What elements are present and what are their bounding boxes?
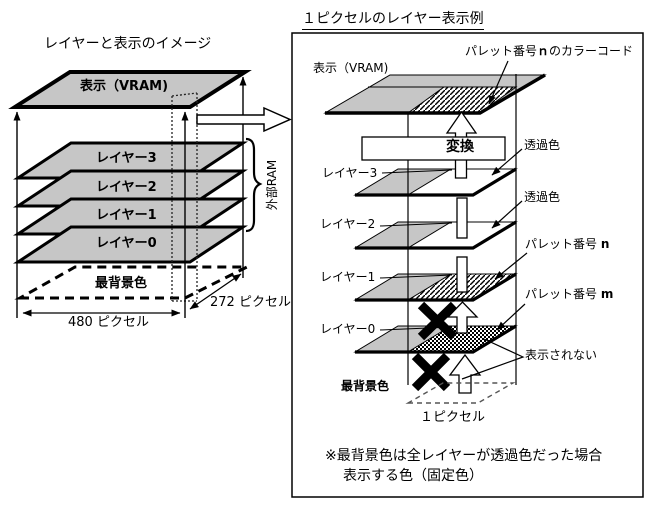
not-displayed-label: 表示されない xyxy=(525,348,598,362)
right-pixel-example xyxy=(291,32,644,498)
pointer-palette-m xyxy=(496,303,526,331)
left-layer1-label: レイヤー1 xyxy=(96,208,157,223)
width-dimension-label: 480 ピクセル xyxy=(68,315,149,330)
right-planes xyxy=(323,73,547,354)
arrow-bg-layer0 xyxy=(448,353,482,394)
palette-code-value: ｎ xyxy=(537,44,550,58)
pointer-transparent-2 xyxy=(491,200,523,229)
one-pixel-label: １ピクセル xyxy=(420,410,486,425)
stack-up-arrows xyxy=(13,76,247,318)
footnote-line2: 表示する色（固定色） xyxy=(343,468,483,484)
x-mark-background xyxy=(411,352,451,392)
pointer-not-displayed xyxy=(461,338,525,380)
right-panel-box xyxy=(291,32,644,498)
shaft-layer2-layer1 xyxy=(456,256,468,293)
palette-m-value: m xyxy=(600,287,614,301)
blocked-x-marks xyxy=(411,301,458,392)
one-pixel-dashed xyxy=(405,382,516,404)
right-background-label: 最背景色 xyxy=(341,379,390,393)
left-background-label: 最背景色 xyxy=(95,276,148,291)
palette-code-suffix: のカラーコード xyxy=(549,44,634,58)
left-vram-label: 表示（VRAM) xyxy=(80,79,169,94)
convert-label: 変換 xyxy=(446,139,474,155)
palette-m-label: パレット番号 m xyxy=(525,287,614,302)
palette-code-label: パレット番号ｎのカラーコード xyxy=(465,44,634,59)
pointer-palette-code xyxy=(488,60,509,105)
footnote-line1: ※最背景色は全レイヤーが透過色だった場合 xyxy=(325,448,603,464)
external-ram-label: 外部RAM xyxy=(264,159,279,211)
right-layer1-label: レイヤー1 xyxy=(320,270,376,284)
left-layer2-label: レイヤー2 xyxy=(96,180,157,195)
right-vram-label: 表示（VRAM) xyxy=(313,61,389,75)
left-layer0-label: レイヤー0 xyxy=(96,236,157,251)
right-title: １ピクセルのレイヤー表示例 xyxy=(302,11,484,31)
left-title: レイヤーと表示のイメージ xyxy=(44,36,212,52)
x-mark-layer0 xyxy=(417,301,458,341)
right-layer0-label: レイヤー0 xyxy=(320,322,376,336)
shaft-layer3-layer2 xyxy=(456,197,468,239)
pointer-palette-n xyxy=(494,252,528,280)
to-right-panel-arrow xyxy=(196,106,292,133)
external-ram-brace xyxy=(245,137,263,233)
right-layer3-label: レイヤー3 xyxy=(322,166,378,180)
depth-dimension-arrow xyxy=(189,273,242,310)
dimension-arrows xyxy=(22,273,242,317)
left-vram-plane xyxy=(8,70,252,109)
annotation-pointers xyxy=(461,60,528,380)
transparent-label-2: 透過色 xyxy=(524,190,561,204)
left-layer-stack xyxy=(8,70,292,318)
right-layer2-label: レイヤー2 xyxy=(320,217,376,231)
palette-n-prefix: パレット番号 xyxy=(525,237,601,251)
left-layer3-label: レイヤー3 xyxy=(96,151,157,166)
palette-n-label: パレット番号 n xyxy=(525,237,610,252)
depth-dimension-label: 272 ピクセル xyxy=(210,295,291,310)
palette-n-value: n xyxy=(600,237,610,251)
convert-box xyxy=(361,136,506,161)
transparent-label-1: 透過色 xyxy=(524,138,561,152)
pointer-transparent-1 xyxy=(491,148,523,176)
palette-code-prefix: パレット番号 xyxy=(465,44,538,58)
palette-m-prefix: パレット番号 xyxy=(525,287,601,301)
